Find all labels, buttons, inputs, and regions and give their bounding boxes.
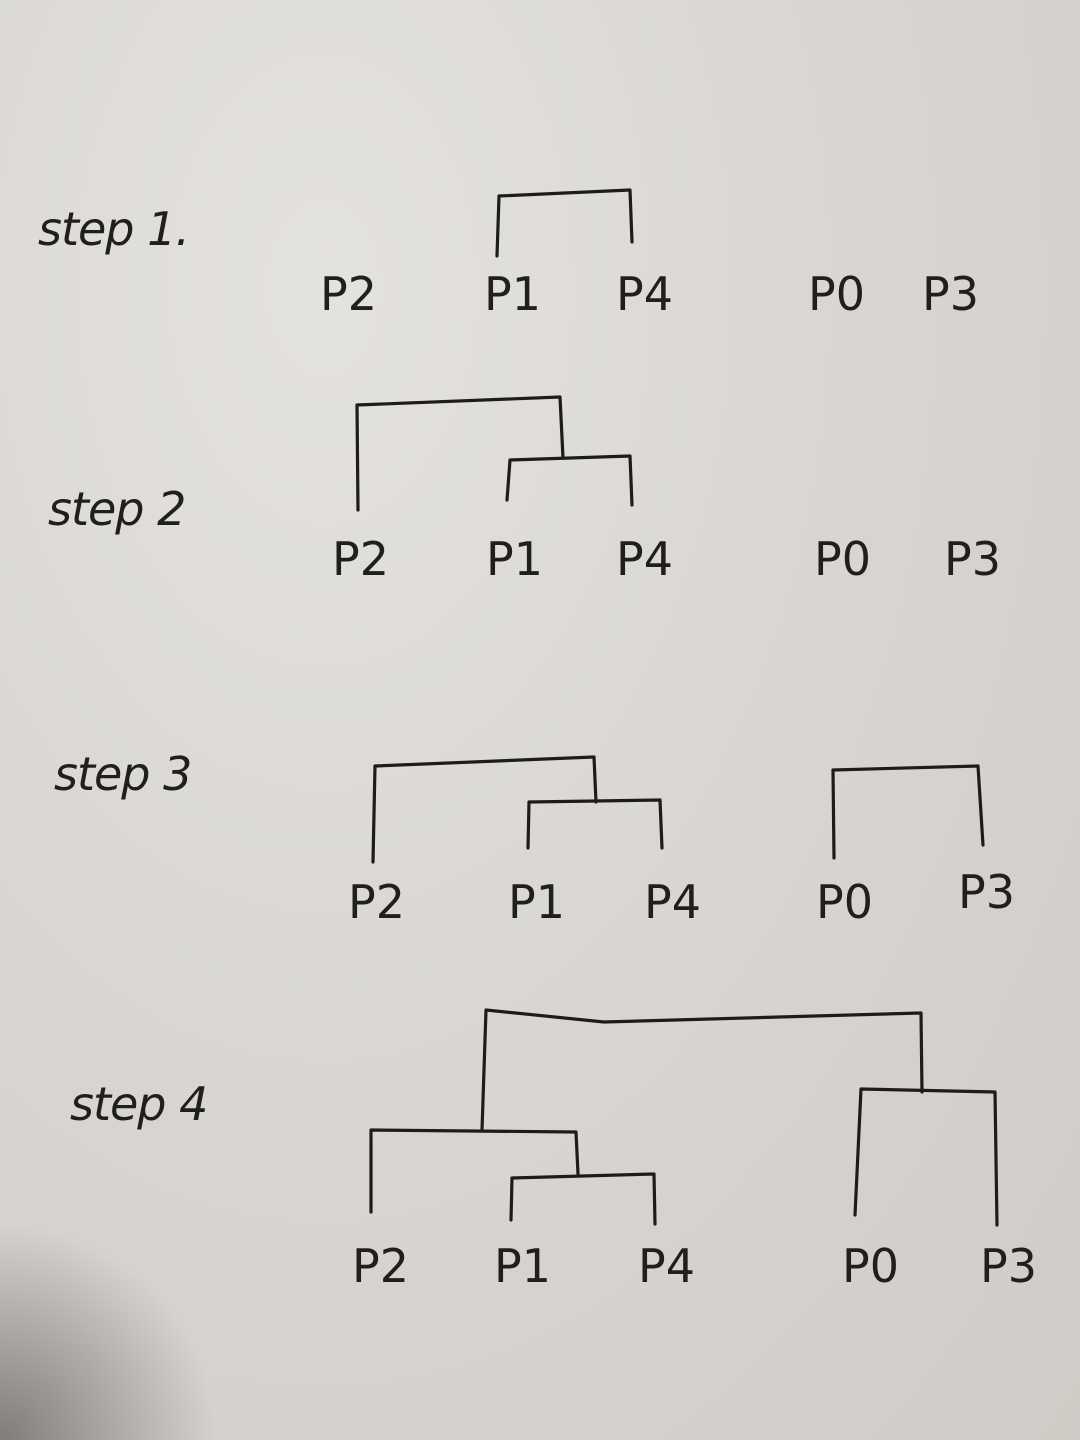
step-3-merge-p2-cluster xyxy=(371,755,598,864)
step-4-label: step 4 xyxy=(70,1077,207,1131)
step-3-node-p1: P1 xyxy=(508,875,565,929)
step-3-merge-p0-p3 xyxy=(831,764,985,860)
step-4-node-p2: P2 xyxy=(352,1239,409,1293)
step-4-node-p3: P3 xyxy=(980,1239,1037,1293)
step-2-label: step 2 xyxy=(48,482,185,536)
step-3-node-p2: P2 xyxy=(348,875,405,929)
step-4-merge-root xyxy=(480,1008,924,1132)
step-2-node-p4: P4 xyxy=(616,532,673,586)
step-4-group: step 4 P2 P1 P4 P0 P3 xyxy=(70,1008,1037,1293)
step-2-merge-p2-cluster xyxy=(355,395,565,512)
step-1-node-p1: P1 xyxy=(484,267,541,321)
step-1-node-p3: P3 xyxy=(922,267,979,321)
step-2-node-p2: P2 xyxy=(332,532,389,586)
step-1-label: step 1. xyxy=(38,202,189,256)
step-1-node-p4: P4 xyxy=(616,267,673,321)
step-1-group: step 1. P2 P1 P4 P0 P3 xyxy=(38,188,979,321)
step-3-node-p0: P0 xyxy=(816,875,873,929)
step-1-node-p2: P2 xyxy=(320,267,377,321)
step-2-node-p1: P1 xyxy=(486,532,543,586)
step-4-node-p1: P1 xyxy=(494,1239,551,1293)
step-1-merge-p1-p4 xyxy=(495,188,634,258)
step-1-node-p0: P0 xyxy=(808,267,865,321)
step-3-node-p3: P3 xyxy=(958,865,1015,919)
step-3-node-p4: P4 xyxy=(644,875,701,929)
step-4-node-p4: P4 xyxy=(638,1239,695,1293)
step-4-merge-p2-cluster xyxy=(369,1128,580,1214)
step-3-label: step 3 xyxy=(54,747,191,801)
step-4-merge-p0-p3 xyxy=(853,1087,999,1227)
step-2-node-p0: P0 xyxy=(814,532,871,586)
step-4-node-p0: P0 xyxy=(842,1239,899,1293)
step-2-group: step 2 P2 P1 P4 P0 P3 xyxy=(48,395,1001,586)
step-4-merge-p1-p4 xyxy=(509,1172,657,1226)
step-3-merge-p1-p4 xyxy=(526,798,664,850)
step-2-node-p3: P3 xyxy=(944,532,1001,586)
step-3-group: step 3 P2 P1 P4 P0 P3 xyxy=(54,747,1015,929)
step-2-merge-p1-p4 xyxy=(505,454,634,507)
